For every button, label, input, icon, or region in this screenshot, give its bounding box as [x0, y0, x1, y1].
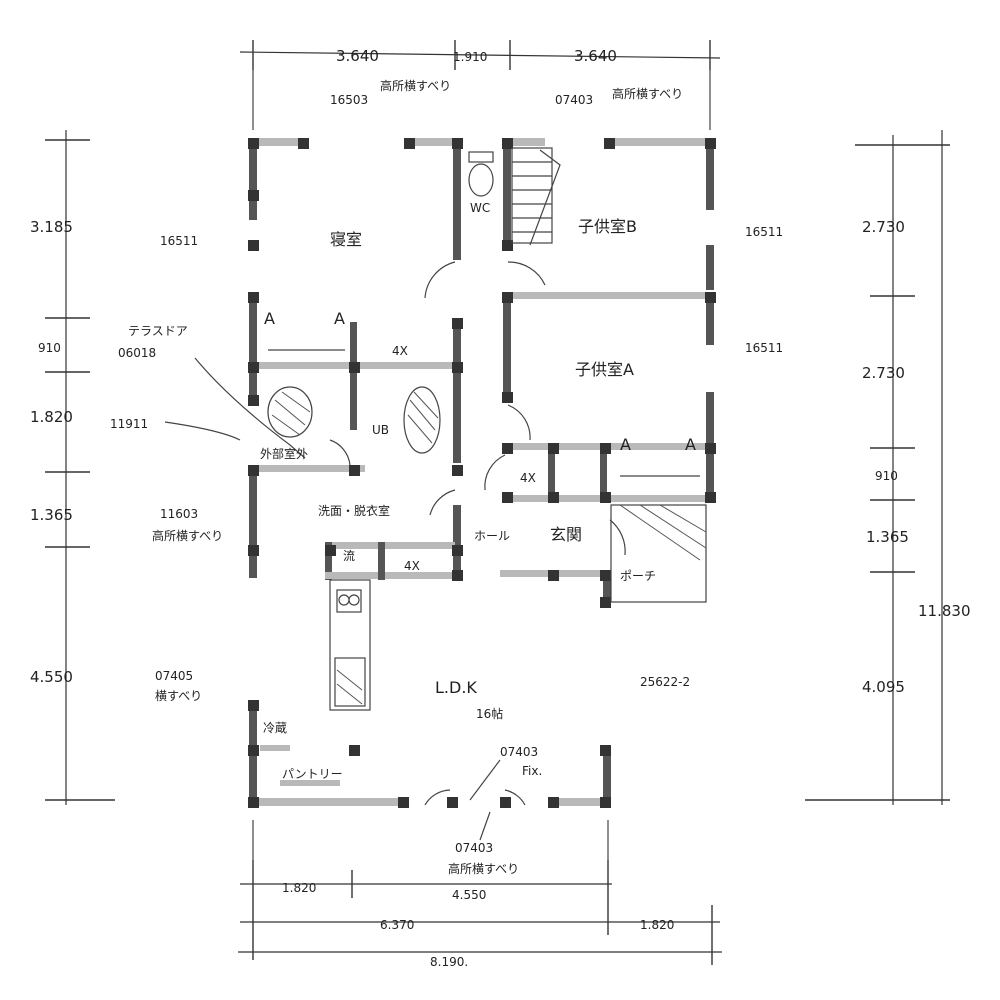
room-wc: WC: [470, 201, 490, 215]
dim-right-1: 2.730: [862, 218, 905, 236]
dim-right-2: 2.730: [862, 364, 905, 382]
room-kids-b: 子供室B: [578, 217, 637, 236]
bottom-dimension-lines: [238, 820, 722, 965]
interior-walls: [255, 140, 710, 786]
dim-left-3: 1.820: [30, 408, 73, 426]
room-wic-2: 4X: [520, 471, 536, 485]
closet-label-1: A: [264, 309, 275, 328]
dim-right-3: 910: [875, 469, 898, 483]
stairs: [511, 147, 561, 246]
room-wic-3: 4X: [404, 559, 420, 573]
closet-label-2: A: [334, 309, 345, 328]
bathtub: [403, 386, 441, 454]
dim-right-total: 11.830: [918, 602, 971, 620]
room-wic-1: 4X: [392, 344, 408, 358]
room-ldk: L.D.K: [435, 678, 477, 697]
doors: [329, 261, 626, 806]
note-terrace-label: テラスドア: [128, 324, 188, 338]
dim-top-3: 3.640: [574, 47, 617, 65]
dim-left-4: 1.365: [30, 506, 73, 524]
note-ldk-left-type: 横すべり: [155, 689, 202, 703]
note-ldk-left-code: 07405: [155, 669, 193, 683]
structural-posts: [248, 138, 716, 808]
dim-bottom-3: 6.370: [380, 918, 414, 932]
note-ldk-right-code: 25622-2: [640, 675, 690, 689]
note-sanitary-type: 高所横すべり: [152, 528, 223, 543]
dim-bottom-2: 4.550: [452, 888, 486, 902]
dim-left-2: 910: [38, 341, 61, 355]
note-kids-a-window: 16511: [745, 341, 783, 355]
note-top-left-type: 高所横すべり: [380, 78, 451, 93]
note-top-right-type: 高所横すべり: [612, 86, 683, 101]
room-sanitary: 洗面・脱衣室: [318, 503, 390, 518]
room-pantry: パントリー: [282, 767, 343, 781]
note-kids-b-window: 16511: [745, 225, 783, 239]
room-ub: UB: [372, 423, 389, 437]
room-kids-a: 子供室A: [575, 360, 634, 379]
note-bottom-fix-type: Fix.: [522, 764, 542, 778]
leader-lines: [164, 357, 501, 841]
room-ldk-size: 16帖: [476, 706, 503, 721]
top-dimension-line: [239, 40, 721, 130]
note-sanitary-code: 11603: [160, 507, 198, 521]
note-bottom-code: 07403: [455, 841, 493, 855]
porch-hatch: [610, 504, 707, 603]
note-master-window: 16511: [160, 234, 198, 248]
dim-right-4: 1.365: [866, 528, 909, 546]
left-dimension-line: [45, 130, 115, 805]
room-sink: 流: [343, 549, 355, 563]
dim-left-1: 3.185: [30, 218, 73, 236]
note-top-left-code: 16503: [330, 93, 368, 107]
room-hall: ホール: [474, 529, 510, 543]
closet-rods: [268, 349, 700, 477]
note-terrace-code: 06018: [118, 346, 156, 360]
room-porch: ポーチ: [620, 569, 656, 583]
note-top-right-code: 07403: [555, 93, 593, 107]
note-bottom-fix-code: 07403: [500, 745, 538, 759]
note-outdoor-unit: 外部室外: [260, 446, 308, 461]
note-bottom-type: 高所横すべり: [448, 861, 519, 876]
dim-bottom-4: 1.820: [640, 918, 674, 932]
room-fridge: 冷蔵: [263, 721, 287, 735]
garden-stone: [267, 386, 313, 438]
closet-label-4: A: [685, 435, 696, 454]
note-code-11911: 11911: [110, 417, 148, 431]
dim-bottom-total: 8.190.: [430, 955, 468, 969]
dim-left-5: 4.550: [30, 668, 73, 686]
right-dimension-line: [805, 130, 950, 805]
closet-label-3: A: [620, 435, 631, 454]
dim-right-5: 4.095: [862, 678, 905, 696]
toilet-fixture: [468, 151, 494, 197]
room-master-bedroom: 寝室: [330, 230, 362, 249]
dim-bottom-1: 1.820: [282, 881, 316, 895]
kitchen-counter: [329, 579, 371, 711]
dim-top-1: 3.640: [336, 47, 379, 65]
dim-top-2: 1.910: [453, 50, 487, 64]
room-entrance: 玄関: [550, 525, 582, 544]
